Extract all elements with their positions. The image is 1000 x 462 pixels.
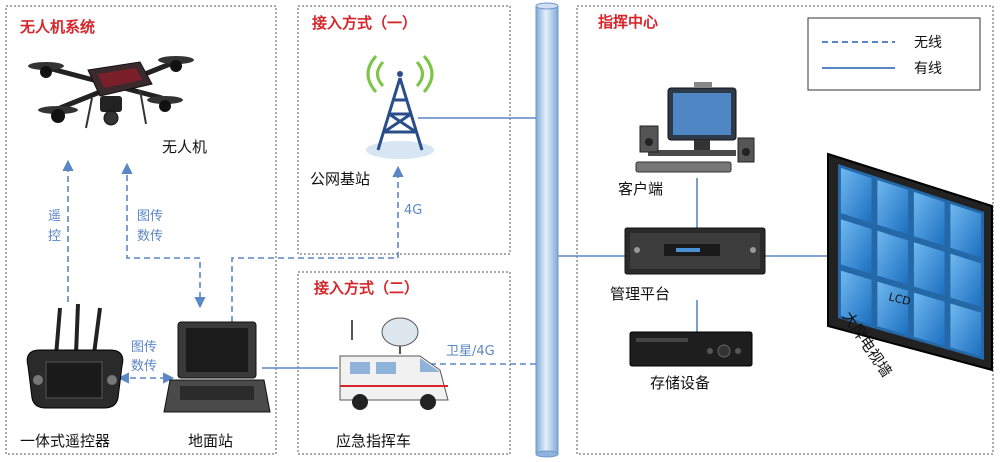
video-wall-tile bbox=[877, 230, 909, 285]
video-wall-tile bbox=[877, 281, 909, 336]
video-wall-tile bbox=[913, 242, 945, 296]
access-two-title: 接入方式（二） bbox=[314, 279, 419, 297]
video-wall-lcd-label: LCD bbox=[887, 290, 912, 308]
drone-label: 无人机 bbox=[162, 138, 207, 156]
client-label: 客户端 bbox=[618, 180, 663, 198]
link-image-data-uav bbox=[121, 162, 206, 309]
video-wall-tile bbox=[913, 191, 945, 246]
video-wall-tile bbox=[840, 168, 872, 223]
image-data-label-1b: 数传 bbox=[137, 229, 163, 244]
video-wall-tile bbox=[877, 180, 909, 235]
ground-station-label: 地面站 bbox=[188, 432, 233, 450]
storage-device-icon bbox=[629, 331, 753, 367]
vehicle-label: 应急指挥车 bbox=[336, 432, 411, 450]
access-one-box bbox=[297, 5, 511, 255]
remote-control-label-1: 遥 bbox=[48, 209, 61, 224]
controller-label: 一体式遥控器 bbox=[20, 432, 110, 450]
client-computer-icon bbox=[635, 82, 755, 173]
platform-label: 管理平台 bbox=[610, 285, 670, 303]
video-wall-icon: LCD bbox=[827, 152, 993, 372]
base-station-label: 公网基站 bbox=[310, 170, 370, 188]
legend: 无线 有线 bbox=[807, 17, 981, 91]
drone-icon bbox=[28, 56, 194, 129]
video-wall-tile bbox=[950, 253, 982, 307]
wired-links bbox=[262, 117, 836, 369]
base-station-icon bbox=[366, 55, 434, 159]
remote-controller-icon bbox=[26, 303, 124, 409]
link-4g bbox=[231, 165, 404, 322]
wireless-links bbox=[62, 159, 536, 384]
satellite-4g-label: 卫星/4G bbox=[446, 344, 495, 359]
uav-system-box bbox=[5, 5, 277, 455]
net-4g-label: 4G bbox=[404, 203, 422, 218]
command-vehicle-icon bbox=[339, 317, 449, 410]
network-backbone-pipe bbox=[535, 2, 559, 458]
video-wall-tile bbox=[840, 270, 872, 325]
platform-server-icon bbox=[624, 227, 766, 275]
access-one-title: 接入方式（一） bbox=[312, 14, 417, 32]
video-wall-tiles bbox=[840, 168, 982, 357]
video-wall-tile bbox=[950, 203, 982, 258]
video-wall-tile bbox=[913, 292, 945, 346]
legend-wired-label: 有线 bbox=[914, 61, 942, 77]
video-wall-tile bbox=[840, 219, 872, 274]
video-wall-tile bbox=[950, 303, 982, 357]
legend-wireless-label: 无线 bbox=[914, 35, 942, 51]
image-data-label-1: 图传 bbox=[137, 209, 163, 224]
command-center-title: 指挥中心 bbox=[598, 13, 658, 31]
image-data-label-2: 图传 bbox=[131, 340, 157, 355]
access-two-box bbox=[297, 271, 511, 455]
uav-system-title: 无人机系统 bbox=[19, 18, 95, 36]
image-data-label-2b: 数传 bbox=[131, 359, 157, 374]
remote-control-label-2: 控 bbox=[48, 229, 61, 244]
storage-label: 存储设备 bbox=[650, 374, 710, 392]
ground-station-laptop-icon bbox=[163, 321, 271, 413]
